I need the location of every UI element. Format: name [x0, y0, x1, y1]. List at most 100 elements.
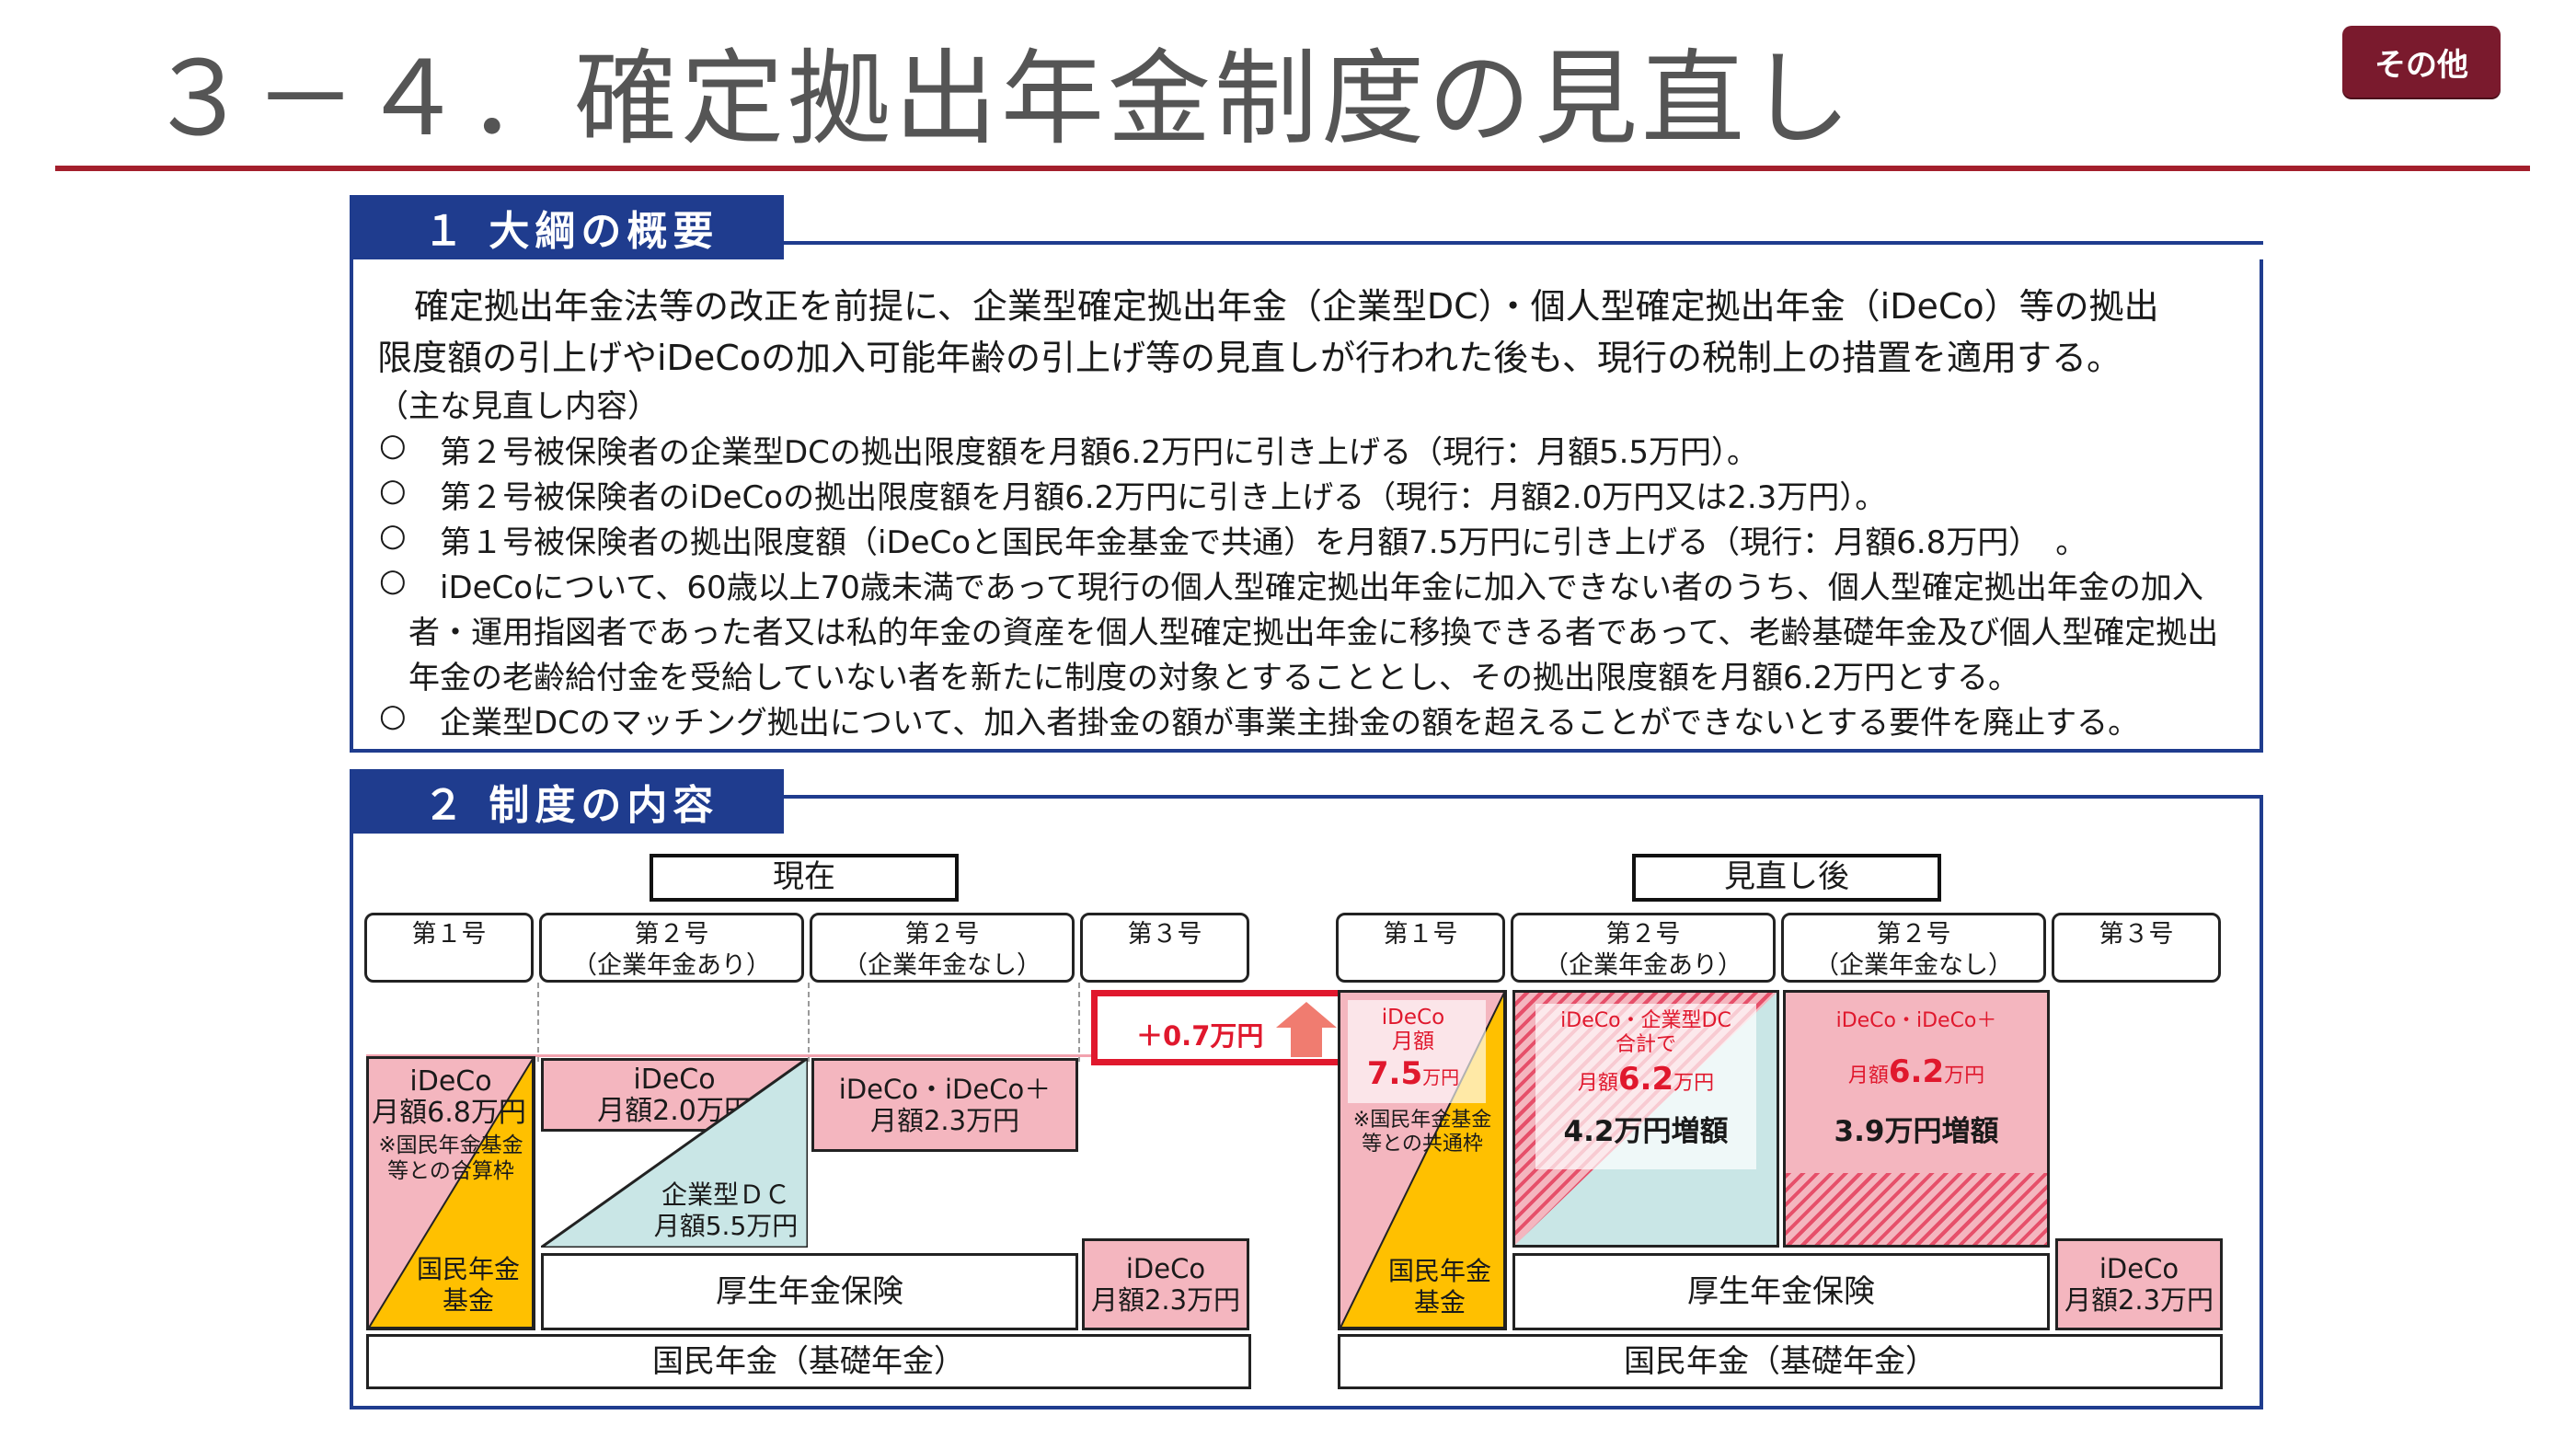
- section2-heading-line: [784, 795, 2263, 799]
- ideco-note-1: ※国民年金基金: [1352, 1109, 1492, 1132]
- amount-unit: 万円: [1944, 1064, 1985, 1087]
- column-divider: [808, 983, 810, 1062]
- tier-type2-without-pension-current: 第２号 （企業年金なし）: [810, 913, 1075, 983]
- panel-label-current: 現在: [650, 854, 959, 902]
- getsugaku-label: 月額: [1577, 1072, 1618, 1095]
- ideco-note-1: ※国民年金基金: [378, 1133, 523, 1157]
- up-arrow-icon: [1276, 1002, 1337, 1057]
- ideco-note-2: 等との共通枠: [1362, 1133, 1483, 1156]
- ideco-pink-area: [1786, 993, 2047, 1173]
- bullet-mark: ○: [379, 697, 407, 734]
- type3-ideco-block: iDeCo 月額2.3万円: [2055, 1238, 2223, 1330]
- combined-amount: 月額6.2万円: [1515, 1061, 1777, 1102]
- tier-type3-current: 第３号: [1080, 913, 1249, 983]
- bullet-5: 企業型DCのマッチング拠出について、加入者掛金の額が事業主掛金の額を超えることが…: [440, 705, 2140, 742]
- ideco-amount: 月額6.8万円: [372, 1097, 526, 1129]
- column-divider: [1078, 983, 1080, 1062]
- type2-without-revised-block: iDeCo・iDeCo＋ 月額6.2万円 3.9万円増額: [1783, 990, 2050, 1248]
- dc-label: 企業型ＤＣ: [661, 1179, 790, 1210]
- kosei-nenkin-block: 厚生年金保険: [541, 1253, 1078, 1330]
- tier-sub: （企業年金なし）: [843, 951, 1041, 980]
- section1-heading: １ 大綱の概要: [350, 195, 784, 259]
- tier-type3-revised: 第３号: [2052, 913, 2221, 983]
- bullet-mark: ○: [379, 562, 407, 599]
- tier-type2-without-pension-revised: 第２号 （企業年金なし）: [1781, 913, 2046, 983]
- amount-number: 6.2: [1888, 1053, 1945, 1090]
- tier-name: 第２号: [904, 920, 980, 949]
- type1-current-block: iDeCo 月額6.8万円 ※国民年金基金 等との合算枠 国民年金 基金: [366, 1056, 535, 1330]
- ideco-amount: 月額2.3万円: [1090, 1284, 1241, 1316]
- bullet-mark: ○: [379, 472, 407, 509]
- amount-highlight: [1348, 1000, 1486, 1103]
- type2-with-ideco-block: iDeCo 月額2.0万円: [541, 1058, 808, 1132]
- intro-line-1: 確定拠出年金法等の改正を前提に、企業型確定拠出年金（企業型DC）・個人型確定拠出…: [414, 286, 2159, 327]
- page-title: ３－４．確定拠出年金制度の見直し: [147, 40, 1855, 159]
- category-badge: その他: [2342, 26, 2501, 98]
- increase-amount: 3.9万円増額: [1834, 1115, 1999, 1148]
- bullet-4: iDeCoについて、60歳以上70歳未満であって現行の個人型確定拠出年金に加入で…: [440, 569, 2203, 606]
- kikin-label-2: 基金: [442, 1285, 494, 1316]
- current-limit-line: [366, 1054, 1332, 1057]
- increase-callout: ＋0.7万円: [1091, 990, 1351, 1065]
- bullet-1: 第２号被保険者の企業型DCの拠出限度額を月額6.2万円に引き上げる（現行：月額5…: [440, 434, 1759, 471]
- revision-subheading: （主な見直し内容）: [377, 388, 659, 425]
- tier-name: 第３号: [1127, 920, 1202, 949]
- title-underline: [55, 166, 2530, 171]
- amount-unit: 万円: [1673, 1072, 1715, 1095]
- tier-type1-current: 第１号: [364, 913, 534, 983]
- tier-name: 第２号: [1605, 920, 1681, 949]
- kokumin-nenkin-block: 国民年金（基礎年金）: [366, 1334, 1251, 1389]
- ideco-label: iDeCo・iDeCo＋: [1835, 1009, 1997, 1032]
- ideco-label: iDeCo: [1381, 1006, 1445, 1030]
- section2-box: [350, 834, 2263, 1409]
- kokumin-nenkin-block: 国民年金（基礎年金）: [1338, 1334, 2223, 1389]
- type2-without-ideco-block: iDeCo・iDeCo＋ 月額2.3万円: [811, 1058, 1078, 1152]
- bullet-mark: ○: [379, 517, 407, 554]
- tier-type2-with-pension-revised: 第２号 （企業年金あり）: [1511, 913, 1776, 983]
- ideco-amount: 月額2.3万円: [2064, 1284, 2214, 1316]
- tier-name: 第３号: [2099, 920, 2174, 949]
- amount-highlight: [1535, 1004, 1756, 1169]
- kikin-label-1: 国民年金: [416, 1254, 520, 1284]
- column-divider: [537, 983, 539, 1062]
- ideco-label: iDeCo: [2099, 1253, 2179, 1284]
- ideco-amount: 7.5万円: [1344, 1055, 1482, 1096]
- type3-ideco-block: iDeCo 月額2.3万円: [1082, 1238, 1249, 1330]
- section2-heading: ２ 制度の内容: [350, 769, 784, 834]
- ideco-label: iDeCo: [409, 1065, 492, 1098]
- tier-name: 第１号: [411, 920, 487, 949]
- ideco-label: iDeCo: [633, 1064, 716, 1096]
- bullet-3: 第１号被保険者の拠出限度額（iDeCoと国民年金基金で共通）を月額7.5万円に引…: [440, 524, 2087, 561]
- amount-number: 7.5: [1366, 1055, 1423, 1092]
- type2-with-revised-block: iDeCo・企業型DC 合計で 月額6.2万円 4.2万円増額: [1512, 990, 1779, 1248]
- getsugaku-label: 月額: [1392, 1030, 1434, 1053]
- type1-revised-block: iDeCo 月額 7.5万円 ※国民年金基金 等との共通枠 国民年金 基金: [1338, 990, 1507, 1330]
- tier-type2-with-pension-current: 第２号 （企業年金あり）: [539, 913, 804, 983]
- getsugaku-label: 月額: [1847, 1064, 1889, 1087]
- tier-sub: （企業年金なし）: [1814, 951, 2013, 980]
- section1-box: [350, 259, 2263, 753]
- bullet-mark: ○: [379, 427, 407, 464]
- amount-number: 6.2: [1617, 1061, 1674, 1098]
- intro-line-2: 限度額の引上げやiDeCoの加入可能年齢の引上げ等の見直しが行われた後も、現行の…: [377, 338, 2122, 378]
- ideco-note-2: 等との合算枠: [387, 1159, 514, 1183]
- combined-label-2: 合計で: [1615, 1033, 1676, 1056]
- ideco-amount: 月額2.3万円: [869, 1105, 1020, 1136]
- kikin-label-1: 国民年金: [1387, 1256, 1491, 1286]
- dc-amount: 月額5.5万円: [653, 1211, 799, 1241]
- combined-label: iDeCo・企業型DC: [1560, 1009, 1731, 1032]
- kikin-triangle: [369, 1059, 533, 1328]
- increase-amount: 4.2万円増額: [1563, 1115, 1729, 1148]
- tier-sub: （企業年金あり）: [572, 951, 771, 980]
- bullet-2: 第２号被保険者のiDeCoの拠出限度額を月額6.2万円に引き上げる（現行：月額2…: [440, 479, 1887, 516]
- tier-name: 第２号: [634, 920, 709, 949]
- section2-box-corner: [2260, 795, 2263, 834]
- tier-sub: （企業年金あり）: [1544, 951, 1742, 980]
- bullet-4-cont-1: 者・運用指図者であった者又は私的年金の資産を個人型確定拠出年金に移換できる者であ…: [408, 615, 2219, 651]
- ideco-label: iDeCo: [1125, 1253, 1206, 1284]
- panel-label-revised: 見直し後: [1632, 854, 1941, 902]
- kosei-nenkin-block: 厚生年金保険: [1512, 1253, 2050, 1330]
- tier-name: 第１号: [1383, 920, 1458, 949]
- tier-name: 第２号: [1876, 920, 1951, 949]
- ideco-amount: 月額6.2万円: [1786, 1053, 2047, 1095]
